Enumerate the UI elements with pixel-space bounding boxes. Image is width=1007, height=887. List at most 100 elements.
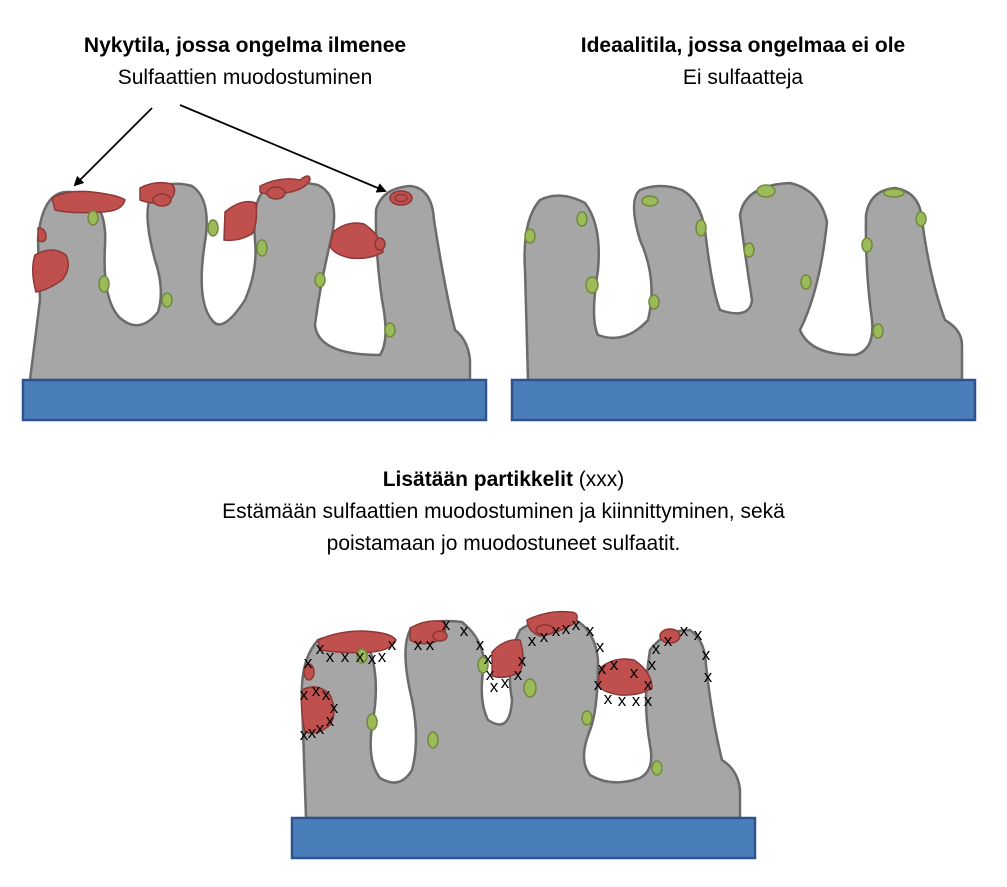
particle-mark: x bbox=[476, 635, 485, 654]
particle-mark: x bbox=[316, 639, 325, 658]
sulfate-crystal bbox=[303, 663, 315, 681]
grain bbox=[581, 710, 593, 726]
particles-caption: Lisätään partikkelit (xxx) Estämään sulf… bbox=[150, 464, 857, 560]
active-material bbox=[28, 181, 472, 382]
sulfate-crystal bbox=[491, 639, 524, 679]
sulfate-crystal-core bbox=[394, 193, 408, 203]
particle-mark: x bbox=[648, 655, 657, 674]
particle-mark: x bbox=[322, 685, 331, 704]
electrode-plate bbox=[290, 816, 757, 860]
particle-mark: x bbox=[442, 615, 451, 634]
particle-mark: x bbox=[484, 649, 493, 668]
particle-mark: x bbox=[604, 689, 613, 708]
particle-mark: x bbox=[596, 637, 605, 656]
particle-mark: x bbox=[388, 635, 397, 654]
grain bbox=[207, 219, 219, 237]
grain bbox=[883, 188, 905, 198]
current-state-caption: Nykytila, jossa ongelma ilmenee Sulfaatt… bbox=[20, 30, 470, 94]
sulfate-crystal bbox=[374, 237, 386, 251]
particle-mark: x bbox=[308, 723, 317, 742]
sulfate-crystal bbox=[51, 190, 126, 214]
particles-line2: poistamaan jo muodostuneet sulfaatit. bbox=[326, 532, 681, 555]
grain bbox=[915, 211, 927, 227]
particle-mark: x bbox=[490, 677, 499, 696]
particle-mark: x bbox=[460, 621, 469, 640]
pointer-arrow bbox=[179, 104, 387, 193]
grain bbox=[743, 242, 755, 258]
grain bbox=[87, 210, 99, 226]
grain bbox=[366, 713, 378, 731]
active-material bbox=[523, 181, 964, 382]
particles-title: Lisätään partikkelit (xxx) bbox=[150, 464, 857, 496]
particle-mark: x bbox=[704, 667, 713, 686]
grain bbox=[756, 184, 776, 198]
sulfate-crystal bbox=[329, 222, 384, 260]
particle-mark: x bbox=[528, 631, 537, 650]
electrode-plate bbox=[21, 378, 488, 422]
sulfate-crystal bbox=[300, 686, 335, 734]
electrode-plate bbox=[510, 378, 977, 422]
grain bbox=[523, 678, 537, 698]
grain bbox=[648, 294, 660, 310]
grain bbox=[585, 276, 599, 294]
sulfate-crystal bbox=[659, 628, 681, 644]
particle-mark: x bbox=[486, 665, 495, 684]
grain bbox=[314, 272, 326, 288]
particle-mark: x bbox=[426, 635, 435, 654]
particle-mark: x bbox=[378, 647, 387, 666]
grain bbox=[524, 228, 536, 244]
grain bbox=[861, 237, 873, 253]
current-state-panel bbox=[21, 104, 488, 422]
particle-mark: x bbox=[594, 675, 603, 694]
ideal-state-panel bbox=[510, 181, 977, 422]
grain bbox=[800, 274, 812, 290]
grain bbox=[651, 760, 663, 776]
particles-title-rest: (xxx) bbox=[572, 468, 625, 491]
sulfate-crystals bbox=[300, 610, 681, 734]
particle-mark: x bbox=[694, 625, 703, 644]
particle-mark: x bbox=[414, 635, 423, 654]
particle-mark: x bbox=[356, 647, 365, 666]
sulfate-crystal bbox=[223, 200, 258, 242]
particle-mark: x bbox=[652, 639, 661, 658]
active-grains bbox=[87, 210, 396, 338]
grain bbox=[161, 292, 173, 308]
particle-mark: x bbox=[680, 621, 689, 640]
particle-mark: x bbox=[304, 653, 313, 672]
ideal-state-subtitle: Ei sulfaatteja bbox=[682, 66, 804, 89]
active-grains bbox=[524, 184, 927, 339]
particle-mark: x bbox=[312, 681, 321, 700]
particle-mark: x bbox=[552, 621, 561, 640]
particle-mark: x bbox=[326, 647, 335, 666]
grain bbox=[477, 656, 489, 674]
particle-mark: x bbox=[316, 719, 325, 738]
particle-mark: x bbox=[518, 651, 527, 670]
sulfate-crystal bbox=[37, 227, 47, 243]
particle-mark: x bbox=[514, 665, 523, 684]
sulfate-crystal bbox=[535, 624, 555, 636]
particle-mark: x bbox=[610, 655, 619, 674]
active-grains bbox=[356, 648, 663, 776]
particle-mark: x bbox=[330, 698, 339, 717]
particle-mark: x bbox=[300, 725, 309, 744]
grain bbox=[576, 211, 588, 227]
pointer-arrow bbox=[73, 107, 153, 187]
particle-mark: x bbox=[598, 659, 607, 678]
grain bbox=[256, 239, 268, 257]
sulfate-crystal bbox=[432, 630, 448, 642]
grain bbox=[695, 219, 707, 237]
grain bbox=[872, 323, 884, 339]
ideal-state-title: Ideaalitila, jossa ongelmaa ei ole bbox=[580, 34, 906, 57]
particle-mark: x bbox=[300, 685, 309, 704]
particle-mark: x bbox=[326, 711, 335, 730]
grain bbox=[98, 275, 110, 293]
current-state-title: Nykytila, jossa ongelma ilmenee bbox=[83, 34, 407, 57]
particle-mark: x bbox=[572, 615, 581, 634]
particle-mark: x bbox=[618, 691, 627, 710]
sulfate-crystal bbox=[597, 658, 653, 696]
particle-mark: x bbox=[368, 649, 377, 668]
particle-mark: x bbox=[586, 621, 595, 640]
